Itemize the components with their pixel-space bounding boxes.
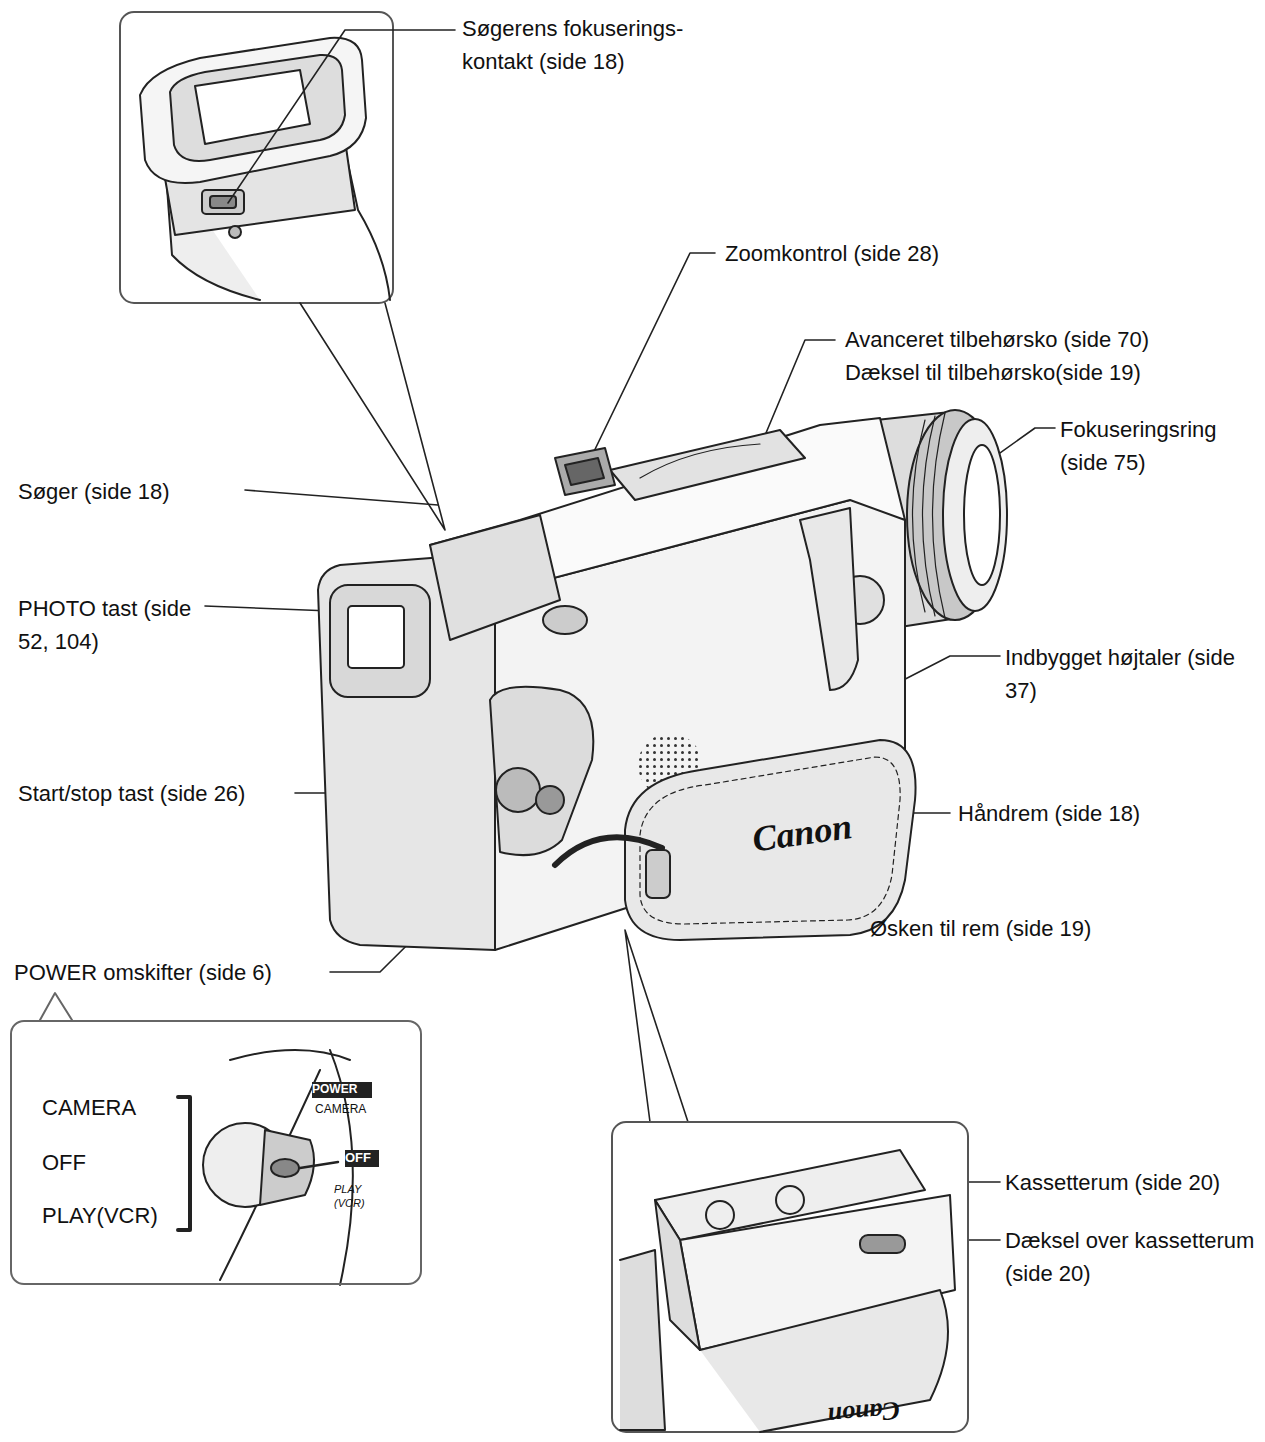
eyecup-drawing	[140, 38, 390, 300]
inset-box: CAMERA OFF PLAY(VCR) POWER CAMERA OFF PLAY (VC…	[10, 1020, 422, 1285]
part-label: Søger (side 18)	[18, 475, 238, 508]
switch-position: CAMERA	[42, 1094, 182, 1123]
part-label: Øsken til rem (side 19)	[870, 912, 1200, 945]
part-label: PHOTO tast (side 52, 104)	[18, 592, 218, 658]
part-label: Indbygget højtaler (side 37)	[1005, 641, 1255, 707]
part-label: Fokuseringsring (side 75)	[1060, 413, 1260, 479]
inset-pointer	[40, 993, 72, 1020]
part-label: Søgerens fokuserings- kontakt (side 18)	[462, 12, 752, 78]
inset-frame	[120, 12, 393, 303]
part-label: Dæksel til tilbehørsko(side 19)	[845, 356, 1245, 389]
part-label: Dæksel over kassetterum (side 20)	[1005, 1224, 1265, 1290]
switch-marking: OFF	[345, 1150, 379, 1167]
part-label: Zoomkontrol (side 28)	[725, 237, 1025, 270]
part-label: Håndrem (side 18)	[958, 797, 1218, 830]
part-label: Avanceret tilbehørsko (side 70)	[845, 323, 1245, 356]
switch-marking: CAMERA	[315, 1102, 375, 1118]
switch-position: PLAY(VCR)	[42, 1202, 187, 1231]
switch-position: OFF	[42, 1149, 182, 1178]
switch-marking: PLAY (VCR)	[334, 1182, 376, 1211]
part-label: POWER omskifter (side 6)	[14, 956, 334, 989]
part-label: Start/stop tast (side 26)	[18, 777, 308, 810]
inset-frame	[612, 1122, 968, 1432]
inset-pointer	[625, 930, 688, 1122]
switch-marking: POWER	[312, 1082, 372, 1098]
camcorder-body	[318, 410, 1007, 950]
bracket	[178, 1097, 190, 1230]
cassette-drawing	[620, 1150, 955, 1432]
part-label: Kassetterum (side 20)	[1005, 1166, 1265, 1199]
